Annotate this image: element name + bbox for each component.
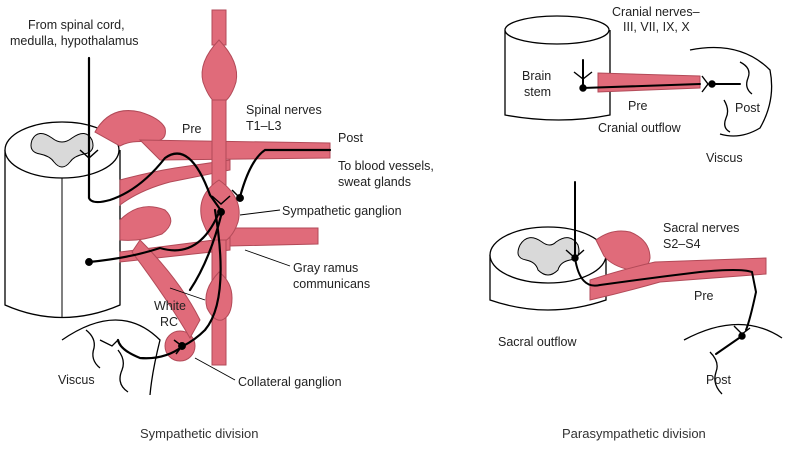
sympathetic-caption: Sympathetic division <box>140 426 259 441</box>
cranial-nerves-label-2: III, VII, IX, X <box>623 20 690 34</box>
brain-stem <box>504 15 611 121</box>
brain-stem-label-1: Brain <box>522 69 551 83</box>
sacral-cord-segment <box>489 226 607 311</box>
sacral-nerves-label-1: Sacral nerves <box>663 221 739 235</box>
cranial-outflow-label: Cranial outflow <box>598 121 682 135</box>
sacral-nerve <box>589 230 767 301</box>
sympathetic-fibers <box>87 56 332 360</box>
parasympathetic-caption: Parasympathetic division <box>562 426 706 441</box>
sacral-nerves-label-2: S2–S4 <box>663 237 701 251</box>
spinal-nerves-label-1: Spinal nerves <box>246 103 322 117</box>
post-label-sacral: Post <box>706 373 732 387</box>
pre-label-cranial: Pre <box>628 99 648 113</box>
viscus-label-cranial: Viscus <box>706 151 743 165</box>
pre-label-sacral: Pre <box>694 289 714 303</box>
gray-ramus-label-2: communicans <box>293 277 370 291</box>
sacral-fibers <box>574 181 758 355</box>
cranial-synapses <box>573 71 716 93</box>
viscus-label-symp: Viscus <box>58 373 95 387</box>
collateral-ganglion-label: Collateral ganglion <box>238 375 342 389</box>
splanchnic-nerve <box>131 239 201 340</box>
lower-nerve-branch <box>229 227 319 247</box>
pre-label-symp: Pre <box>182 122 202 136</box>
viscus-sacral <box>683 323 783 395</box>
parasympathetic-division: Cranial nerves– III, VII, IX, X Brain st… <box>489 5 783 441</box>
sympathetic-ganglion-label: Sympathetic ganglion <box>282 204 402 218</box>
viscus-sympathetic <box>61 319 161 396</box>
gray-ramus-label-1: Gray ramus <box>293 261 358 275</box>
cranial-nerves-label-1: Cranial nerves– <box>612 5 700 19</box>
post-label-cranial: Post <box>735 101 761 115</box>
spinal-cord-segment <box>4 121 121 319</box>
white-rc-label-1: White <box>154 299 186 313</box>
label-pointers <box>169 209 291 381</box>
brain-stem-label-2: stem <box>524 85 551 99</box>
sympathetic-division: From spinal cord, medulla, hypothalamus … <box>4 9 434 441</box>
from-spinal-cord-label-1: From spinal cord, <box>28 18 125 32</box>
viscus-cranial <box>689 46 773 137</box>
sacral-outflow-label: Sacral outflow <box>498 335 577 349</box>
blood-vessels-label-1: To blood vessels, <box>338 159 434 173</box>
white-rc-label-2: RC <box>160 315 178 329</box>
spinal-nerve-trunk <box>138 139 331 161</box>
from-spinal-cord-label-2: medulla, hypothalamus <box>10 34 139 48</box>
cranial-nerve <box>597 72 701 93</box>
blood-vessels-label-2: sweat glands <box>338 175 411 189</box>
post-label-symp: Post <box>338 131 364 145</box>
spinal-nerves-label-2: T1–L3 <box>246 119 281 133</box>
sacral-synapses <box>565 249 751 340</box>
synapse-markers <box>79 149 244 355</box>
